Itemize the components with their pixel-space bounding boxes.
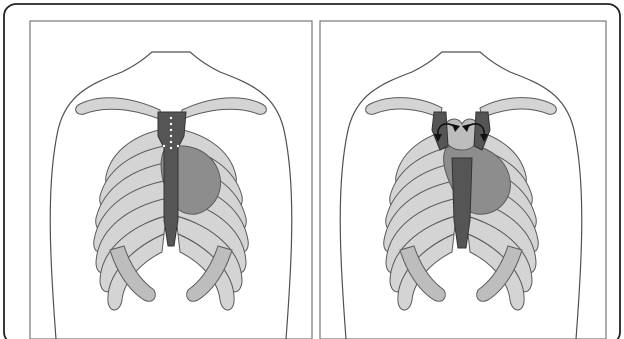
panel-right	[320, 21, 606, 339]
panel-left	[30, 21, 312, 339]
